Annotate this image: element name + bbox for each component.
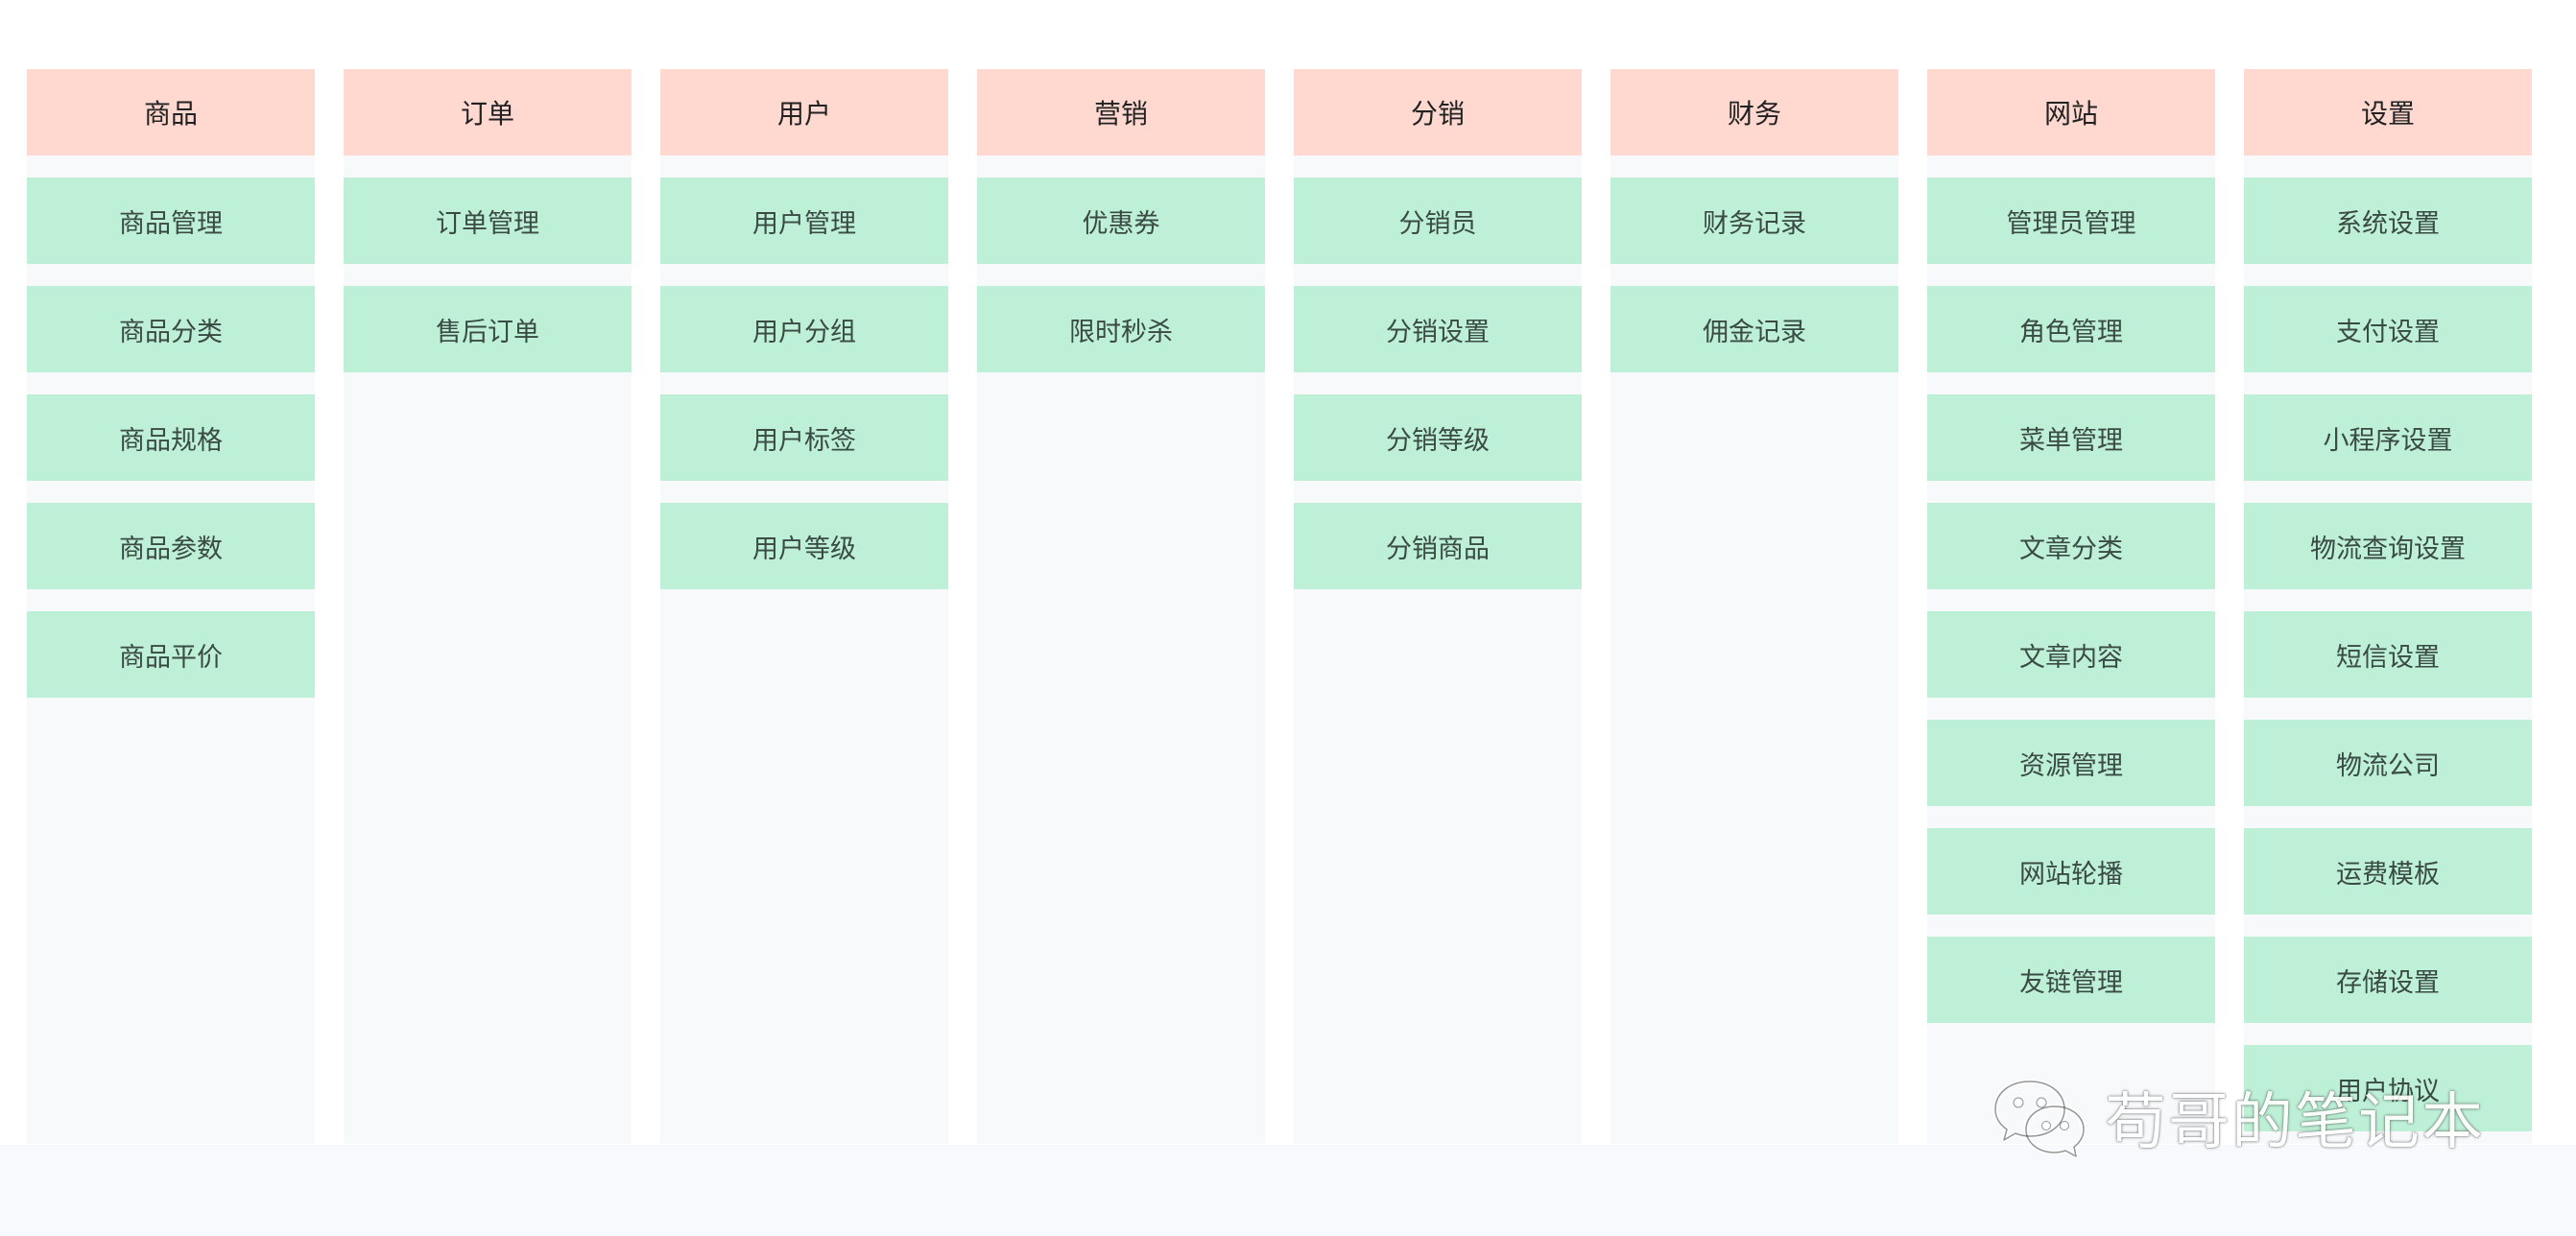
footer-band bbox=[0, 1145, 2576, 1236]
module-item[interactable]: 短信设置 bbox=[2244, 611, 2532, 698]
module-item[interactable]: 分销等级 bbox=[1294, 394, 1582, 481]
module-item[interactable]: 售后订单 bbox=[344, 286, 632, 372]
column-header: 用户 bbox=[660, 69, 948, 155]
module-column: 用户用户管理用户分组用户标签用户等级 bbox=[660, 69, 948, 1144]
module-item[interactable]: 友链管理 bbox=[1927, 937, 2215, 1023]
module-item[interactable]: 商品分类 bbox=[27, 286, 315, 372]
column-header: 营销 bbox=[977, 69, 1265, 155]
module-column: 财务财务记录佣金记录 bbox=[1610, 69, 1898, 1144]
module-item[interactable]: 限时秒杀 bbox=[977, 286, 1265, 372]
module-item[interactable]: 财务记录 bbox=[1610, 178, 1898, 264]
module-item[interactable]: 优惠券 bbox=[977, 178, 1265, 264]
module-column: 订单订单管理售后订单 bbox=[344, 69, 632, 1144]
module-item-list: 商品管理商品分类商品规格商品参数商品平价 bbox=[27, 178, 315, 698]
module-item-list: 分销员分销设置分销等级分销商品 bbox=[1294, 178, 1582, 589]
module-item[interactable]: 用户分组 bbox=[660, 286, 948, 372]
column-header: 财务 bbox=[1610, 69, 1898, 155]
module-item[interactable]: 物流公司 bbox=[2244, 720, 2532, 806]
module-item[interactable]: 小程序设置 bbox=[2244, 394, 2532, 481]
module-item-list: 系统设置支付设置小程序设置物流查询设置短信设置物流公司运费模板存储设置用户协议 bbox=[2244, 178, 2532, 1131]
module-item[interactable]: 订单管理 bbox=[344, 178, 632, 264]
module-column: 商品商品管理商品分类商品规格商品参数商品平价 bbox=[27, 69, 315, 1144]
module-item[interactable]: 用户等级 bbox=[660, 503, 948, 589]
module-item-list: 财务记录佣金记录 bbox=[1610, 178, 1898, 372]
module-item[interactable]: 商品参数 bbox=[27, 503, 315, 589]
module-item[interactable]: 支付设置 bbox=[2244, 286, 2532, 372]
module-item[interactable]: 资源管理 bbox=[1927, 720, 2215, 806]
module-board: 商品商品管理商品分类商品规格商品参数商品平价订单订单管理售后订单用户用户管理用户… bbox=[27, 69, 2532, 1144]
module-item[interactable]: 分销员 bbox=[1294, 178, 1582, 264]
module-item-list: 用户管理用户分组用户标签用户等级 bbox=[660, 178, 948, 589]
module-item[interactable]: 佣金记录 bbox=[1610, 286, 1898, 372]
module-item-list: 优惠券限时秒杀 bbox=[977, 178, 1265, 372]
module-item[interactable]: 菜单管理 bbox=[1927, 394, 2215, 481]
column-header: 网站 bbox=[1927, 69, 2215, 155]
module-item[interactable]: 商品平价 bbox=[27, 611, 315, 698]
module-column: 设置系统设置支付设置小程序设置物流查询设置短信设置物流公司运费模板存储设置用户协… bbox=[2244, 69, 2532, 1144]
module-item-list: 管理员管理角色管理菜单管理文章分类文章内容资源管理网站轮播友链管理 bbox=[1927, 178, 2215, 1023]
module-item[interactable]: 运费模板 bbox=[2244, 828, 2532, 915]
module-item[interactable]: 用户标签 bbox=[660, 394, 948, 481]
module-item[interactable]: 角色管理 bbox=[1927, 286, 2215, 372]
module-item[interactable]: 管理员管理 bbox=[1927, 178, 2215, 264]
module-item[interactable]: 分销设置 bbox=[1294, 286, 1582, 372]
module-item-list: 订单管理售后订单 bbox=[344, 178, 632, 372]
module-column: 网站管理员管理角色管理菜单管理文章分类文章内容资源管理网站轮播友链管理 bbox=[1927, 69, 2215, 1144]
module-column: 分销分销员分销设置分销等级分销商品 bbox=[1294, 69, 1582, 1144]
column-header: 设置 bbox=[2244, 69, 2532, 155]
column-header: 订单 bbox=[344, 69, 632, 155]
module-item[interactable]: 商品规格 bbox=[27, 394, 315, 481]
module-item[interactable]: 分销商品 bbox=[1294, 503, 1582, 589]
column-header: 商品 bbox=[27, 69, 315, 155]
module-item[interactable]: 用户管理 bbox=[660, 178, 948, 264]
module-item[interactable]: 存储设置 bbox=[2244, 937, 2532, 1023]
column-header: 分销 bbox=[1294, 69, 1582, 155]
module-item[interactable]: 网站轮播 bbox=[1927, 828, 2215, 915]
module-item[interactable]: 物流查询设置 bbox=[2244, 503, 2532, 589]
module-item[interactable]: 商品管理 bbox=[27, 178, 315, 264]
module-item[interactable]: 文章内容 bbox=[1927, 611, 2215, 698]
module-item[interactable]: 用户协议 bbox=[2244, 1045, 2532, 1131]
module-column: 营销优惠券限时秒杀 bbox=[977, 69, 1265, 1144]
module-item[interactable]: 系统设置 bbox=[2244, 178, 2532, 264]
module-item[interactable]: 文章分类 bbox=[1927, 503, 2215, 589]
